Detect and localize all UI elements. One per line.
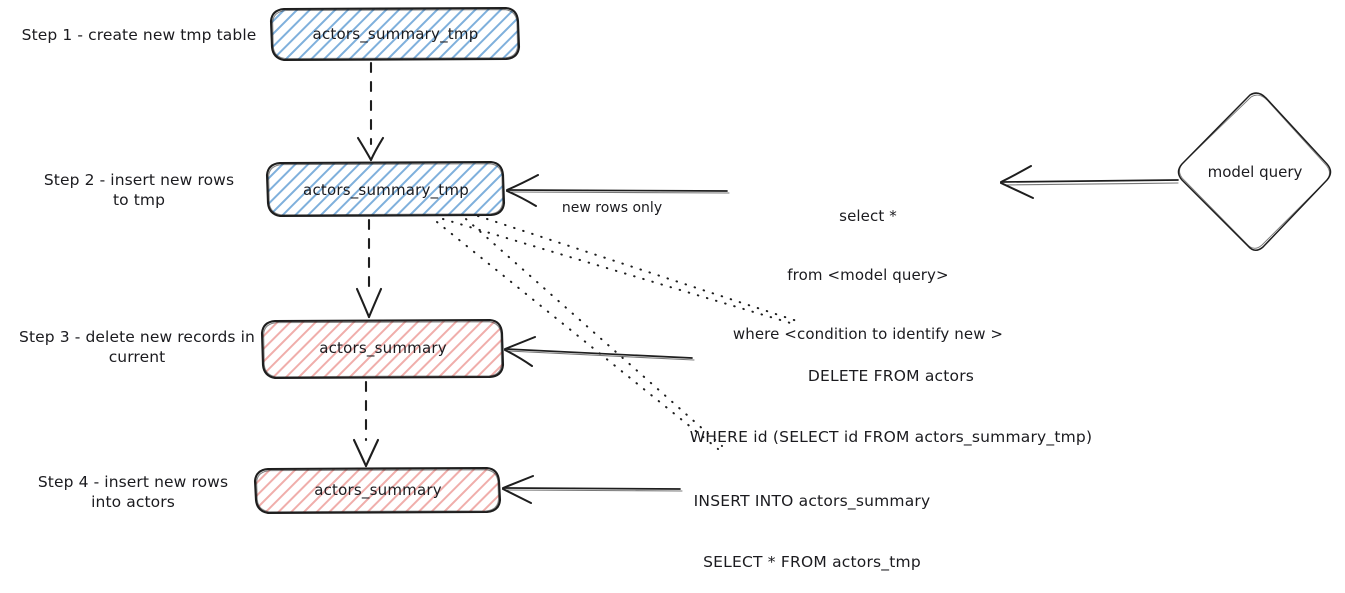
- node-actors-summary-2[interactable]: [253, 466, 502, 515]
- arrow-node3-to-node4: [352, 380, 380, 468]
- node-actors-summary-1[interactable]: [260, 318, 505, 380]
- select-query-line-2: from <model query>: [787, 265, 949, 284]
- node-1-label: actors_summary_tmp: [312, 25, 479, 43]
- arrow-select-query-to-node2: [506, 174, 730, 207]
- annotation-insert-query: INSERT INTO actors_summary SELECT * FROM…: [672, 450, 952, 593]
- node-actors-summary-tmp-1[interactable]: [269, 6, 521, 62]
- node-4-label: actors_summary: [314, 481, 442, 499]
- dotted-line-node2-to-delete-query: [442, 215, 801, 326]
- node-3-label: actors_summary: [319, 339, 447, 357]
- node-actors-summary-tmp-2[interactable]: [265, 160, 506, 218]
- annotation-delete-query: DELETE FROM actors WHERE id (SELECT id F…: [676, 325, 1106, 468]
- insert-query-line-2: SELECT * FROM actors_tmp: [703, 553, 921, 572]
- diagram-canvas: [253, 6, 1332, 515]
- annotation-select-query: select * from <model query> where <condi…: [728, 167, 1008, 365]
- node-2-label: actors_summary_tmp: [303, 181, 469, 199]
- node-model-query[interactable]: [1177, 92, 1332, 251]
- delete-query-line-2: WHERE id (SELECT id FROM actors_summary_…: [689, 428, 1093, 447]
- insert-query-line-1: INSERT INTO actors_summary: [693, 491, 931, 510]
- select-query-line-3: where <condition to identify new >: [732, 325, 1004, 344]
- arrow-node2-to-node3: [355, 218, 383, 319]
- arrow-delete-query-to-node3: [504, 336, 695, 367]
- arrow-model-query-to-select-text: [1000, 165, 1179, 199]
- annotation-new-rows-only: new rows only: [561, 200, 663, 216]
- select-query-line-1: select *: [839, 206, 897, 225]
- delete-query-line-1: DELETE FROM actors: [807, 366, 975, 385]
- node-model-query-label: model query: [1207, 163, 1303, 181]
- dotted-line-node2-to-insert-query: [436, 218, 723, 450]
- step-1-label: Step 1 - create new tmp table: [21, 26, 257, 44]
- arrow-insert-query-to-node4: [502, 475, 683, 504]
- arrow-node1-to-node2: [356, 61, 385, 162]
